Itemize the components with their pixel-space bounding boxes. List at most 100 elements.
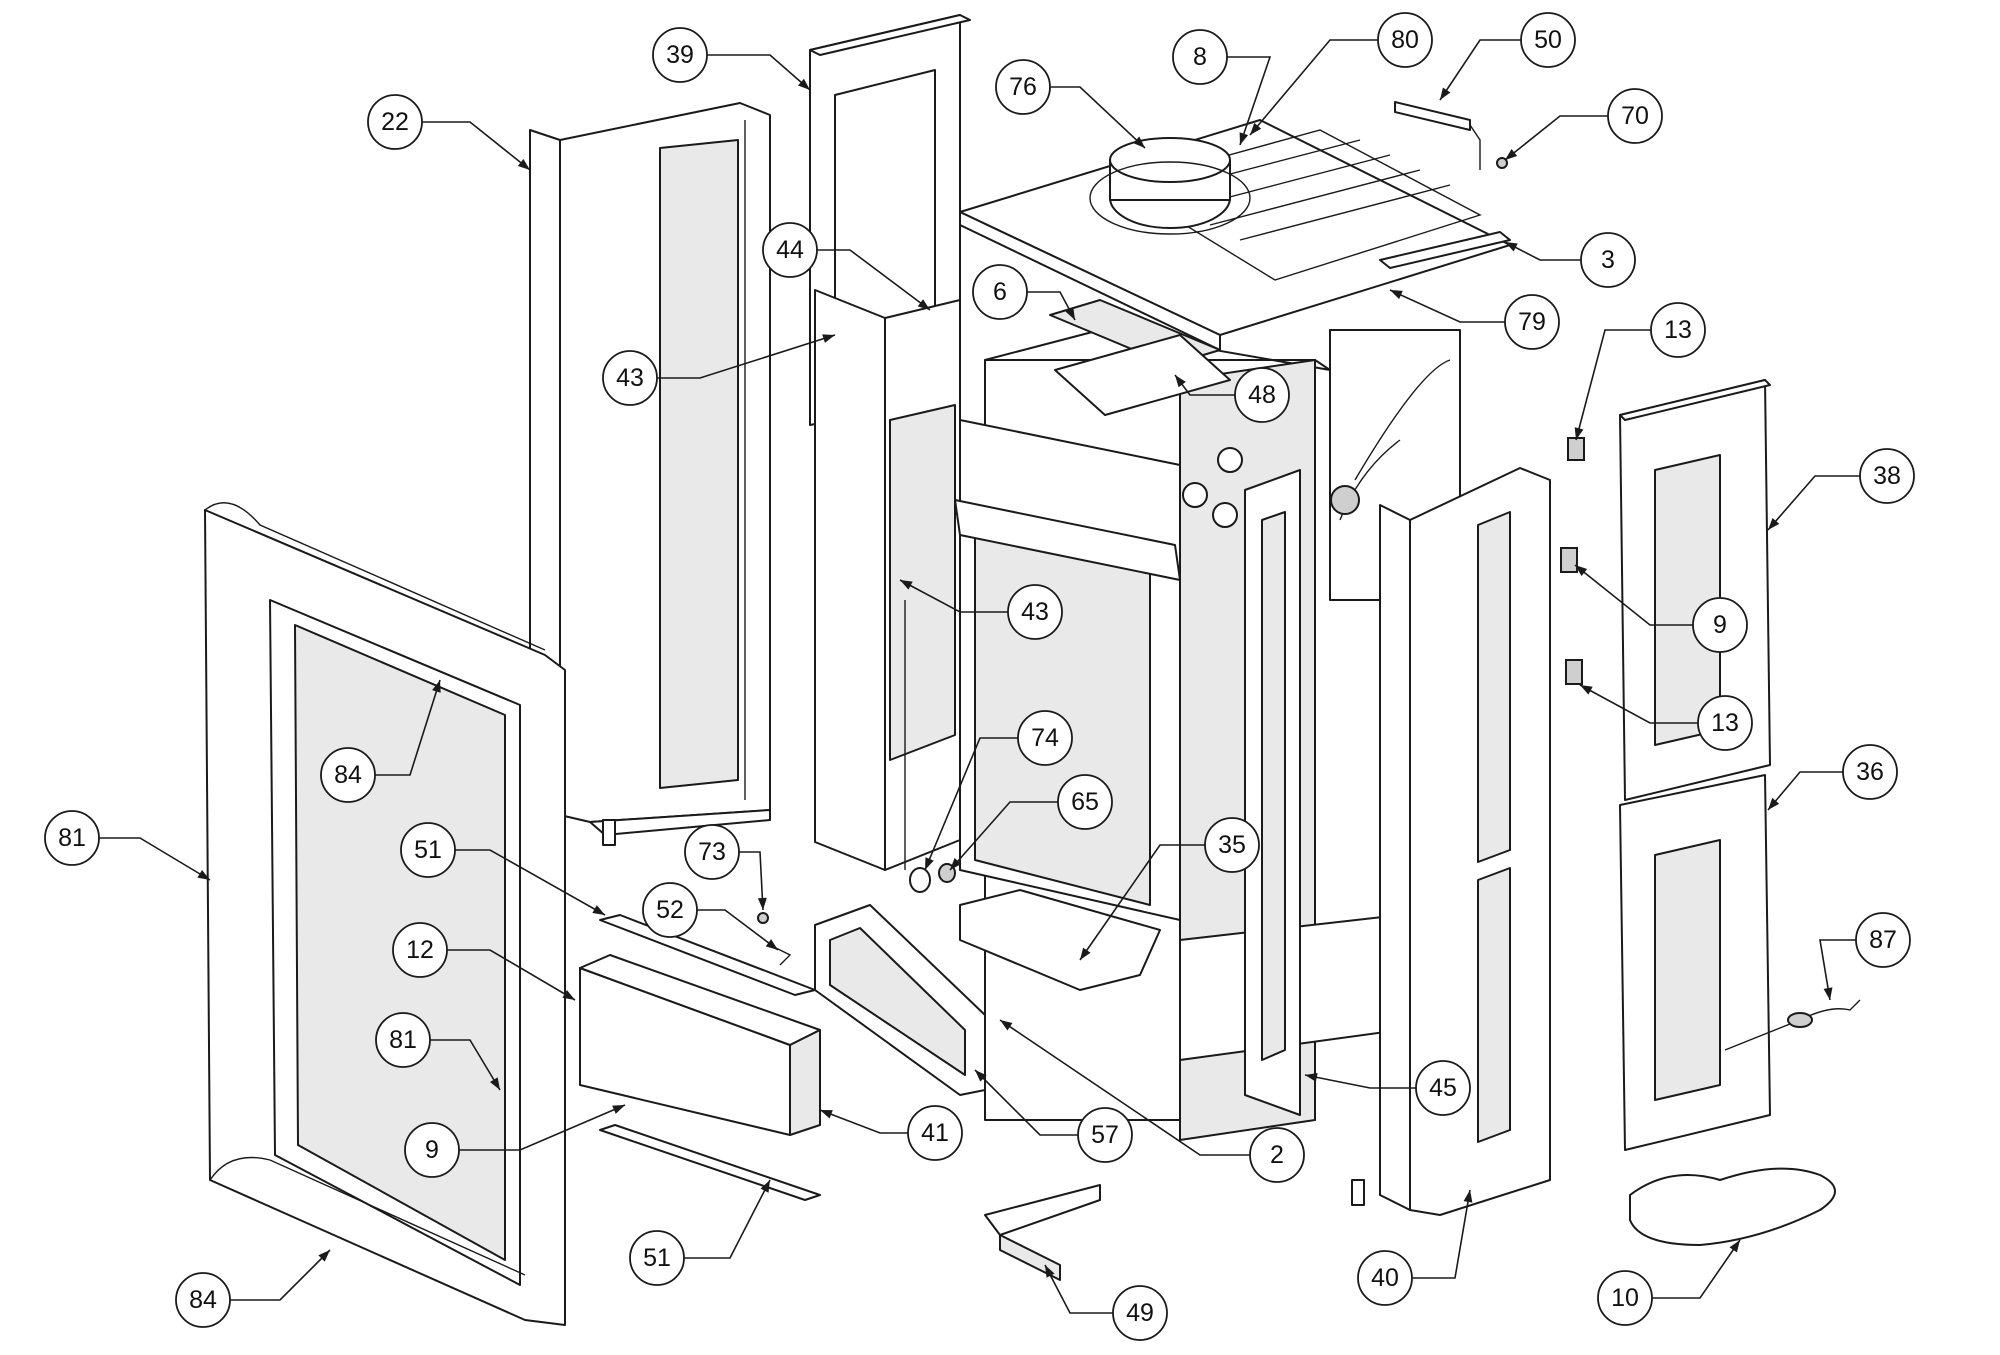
arrowhead bbox=[432, 680, 441, 693]
callout-51: 51 bbox=[629, 1179, 771, 1286]
callout-49: 49 bbox=[1044, 1264, 1168, 1341]
callout-number: 39 bbox=[666, 41, 694, 69]
callout-number: 74 bbox=[1031, 724, 1059, 752]
side-plate-3 bbox=[1379, 231, 1511, 269]
callout-52: 52 bbox=[642, 882, 779, 951]
leader-line bbox=[1389, 289, 1505, 323]
callout-number: 43 bbox=[1021, 598, 1049, 626]
leader-line bbox=[1767, 475, 1860, 531]
callout-number: 65 bbox=[1071, 788, 1099, 816]
leader-line bbox=[422, 121, 531, 171]
leader-line bbox=[1575, 329, 1651, 441]
leader-line bbox=[974, 1069, 1078, 1136]
callout-bubble bbox=[907, 1105, 963, 1161]
leader-line bbox=[1652, 1239, 1741, 1299]
leader-line bbox=[657, 334, 836, 379]
leader-line bbox=[375, 679, 441, 776]
foot-pad bbox=[1629, 1167, 1836, 1246]
callout-bubble bbox=[1859, 448, 1915, 504]
callout-number: 79 bbox=[1518, 308, 1546, 336]
callout-44: 44 bbox=[762, 222, 931, 311]
flue-collar bbox=[1089, 137, 1251, 235]
callout-65: 65 bbox=[949, 774, 1113, 871]
leader-line bbox=[1574, 564, 1693, 626]
callout-70: 70 bbox=[1504, 88, 1663, 161]
leader-line bbox=[459, 1104, 626, 1151]
callout-number: 38 bbox=[1873, 462, 1901, 490]
callout-3: 3 bbox=[1504, 232, 1636, 288]
top-baffle bbox=[1049, 299, 1231, 416]
leader-line bbox=[1227, 56, 1272, 146]
arrowhead bbox=[1463, 1190, 1473, 1203]
leader-line bbox=[1044, 1264, 1113, 1314]
arrowhead bbox=[1065, 307, 1075, 320]
callout-bubble bbox=[629, 1230, 685, 1286]
arrowhead bbox=[1768, 797, 1780, 810]
leader-line bbox=[455, 849, 606, 916]
callout-84: 84 bbox=[175, 1249, 331, 1328]
callout-number: 52 bbox=[656, 896, 684, 924]
leader-line bbox=[1579, 684, 1698, 724]
arrowhead bbox=[757, 897, 767, 910]
arrowhead bbox=[318, 1250, 330, 1262]
callout-bubble bbox=[1842, 744, 1898, 800]
callout-number: 70 bbox=[1621, 102, 1649, 130]
ash-pan bbox=[959, 889, 1161, 991]
callout-bubble bbox=[972, 264, 1028, 320]
callout-39: 39 bbox=[652, 27, 811, 91]
callout-number: 76 bbox=[1009, 73, 1037, 101]
callout-50: 50 bbox=[1439, 12, 1576, 101]
arrowhead bbox=[1505, 148, 1518, 160]
callout-87: 87 bbox=[1819, 912, 1911, 1001]
callout-number: 3 bbox=[1601, 246, 1615, 274]
arrowhead bbox=[1390, 290, 1403, 300]
callout-8: 8 bbox=[1172, 29, 1272, 146]
callout-number: 40 bbox=[1371, 1264, 1399, 1292]
top-grill-plate bbox=[959, 119, 1511, 351]
inner-side-panel-right bbox=[1244, 469, 1301, 1116]
arrowhead bbox=[1505, 242, 1518, 252]
callout-84: 84 bbox=[320, 679, 441, 803]
part-bracket-49 bbox=[984, 1184, 1101, 1281]
side-panel-right bbox=[1351, 467, 1551, 1216]
callout-number: 43 bbox=[616, 364, 644, 392]
leader-line bbox=[899, 579, 1008, 613]
leader-line bbox=[813, 249, 931, 311]
callout-40: 40 bbox=[1357, 1189, 1473, 1306]
callout-bubble bbox=[320, 747, 376, 803]
leader-line bbox=[819, 1109, 908, 1134]
leader-line bbox=[1249, 39, 1378, 136]
callout-number: 44 bbox=[776, 236, 804, 264]
top-small-parts bbox=[1394, 101, 1508, 170]
callout-bubble bbox=[175, 1272, 231, 1328]
callout-bubble bbox=[1520, 12, 1576, 68]
callout-number: 13 bbox=[1664, 316, 1692, 344]
leader-line bbox=[230, 1249, 331, 1301]
leader-line bbox=[1304, 1074, 1416, 1089]
callout-bubble bbox=[1650, 302, 1706, 358]
callout-bubble bbox=[1172, 29, 1228, 85]
callout-43: 43 bbox=[602, 334, 836, 406]
leader-line bbox=[697, 909, 779, 951]
callout-bubble bbox=[392, 922, 448, 978]
callout-number: 6 bbox=[993, 278, 1007, 306]
callout-2: 2 bbox=[999, 1019, 1305, 1183]
leader-line bbox=[430, 1039, 501, 1091]
callout-9: 9 bbox=[404, 1104, 626, 1178]
callout-number: 36 bbox=[1856, 758, 1884, 786]
callout-number: 13 bbox=[1711, 709, 1739, 737]
arrowhead bbox=[562, 990, 575, 1000]
callout-bubble bbox=[1007, 584, 1063, 640]
arrowhead bbox=[1823, 987, 1833, 1000]
callout-bubble bbox=[1249, 1127, 1305, 1183]
inner-side-panel-left bbox=[814, 289, 961, 871]
arrowhead bbox=[1580, 685, 1593, 695]
callout-76: 76 bbox=[995, 59, 1146, 149]
callout-bubble bbox=[1077, 1107, 1133, 1163]
callout-number: 51 bbox=[643, 1244, 671, 1272]
leader-line bbox=[1819, 939, 1856, 1001]
callout-bubble bbox=[762, 222, 818, 278]
arrowhead bbox=[820, 1110, 833, 1119]
callout-bubble bbox=[1017, 710, 1073, 766]
